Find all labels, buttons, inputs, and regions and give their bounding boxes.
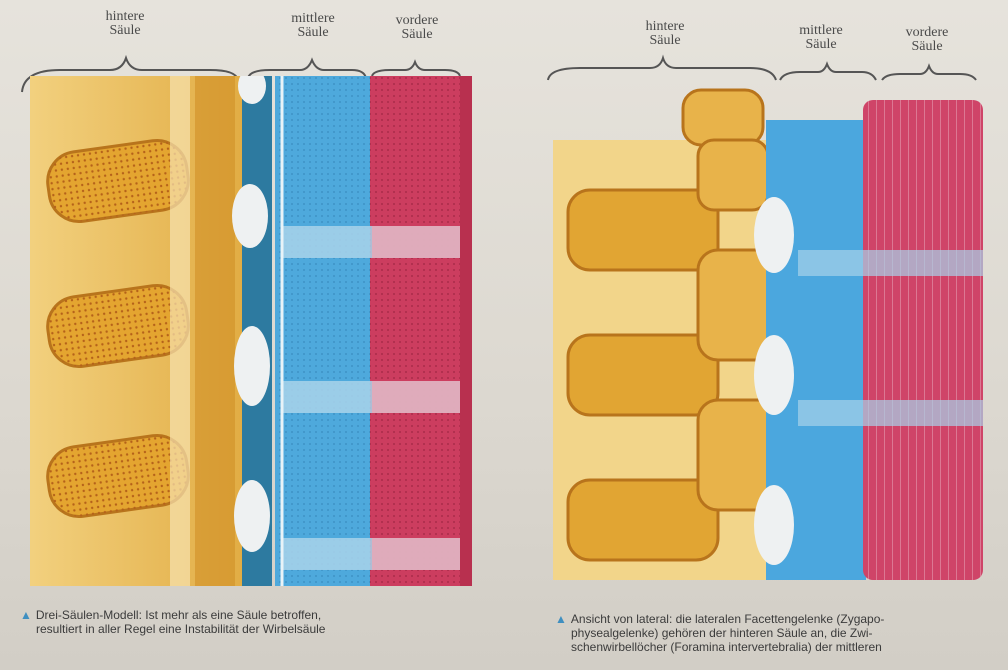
caption-marker-icon: ▲ <box>555 612 567 626</box>
spinous-processes-lateral <box>568 190 718 560</box>
left-figure-sagittal-section <box>20 76 490 596</box>
facet-joints <box>683 90 778 510</box>
left-caption: ▲Drei-Säulen-Modell: Ist mehr als eine S… <box>20 608 490 636</box>
caption-marker-icon: ▲ <box>20 608 32 622</box>
spinous-processes <box>44 137 192 521</box>
right-figure-lateral-view <box>548 80 993 580</box>
right-caption: ▲Ansicht von lateral: die lateralen Face… <box>555 612 1005 654</box>
